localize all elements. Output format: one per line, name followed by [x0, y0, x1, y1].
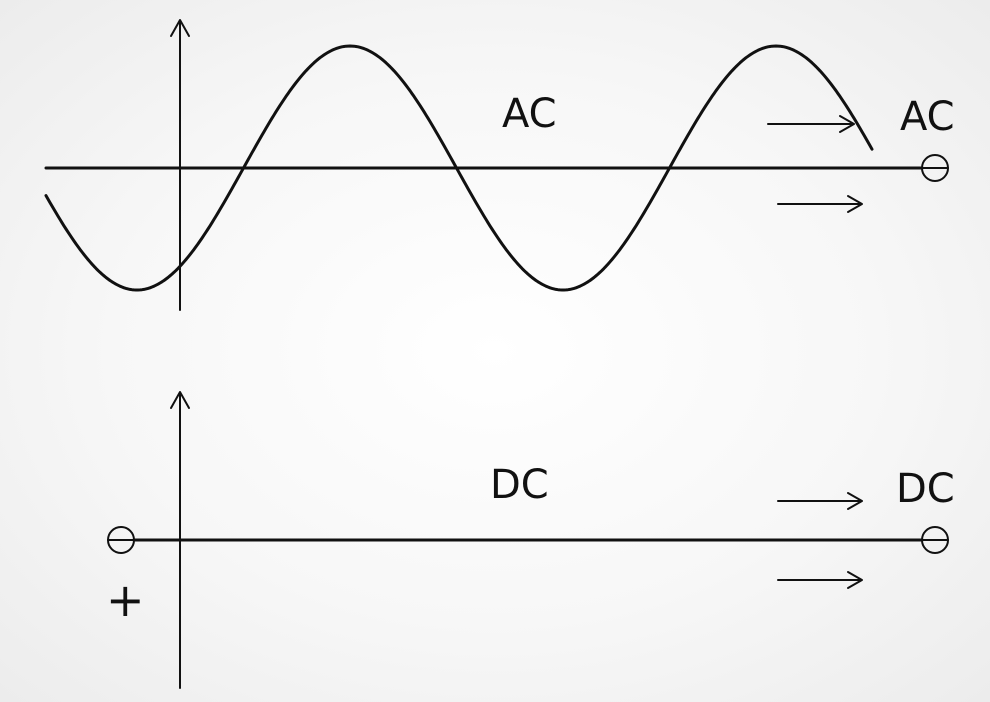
- dc-vertical-axis-arrowhead: [170, 391, 190, 409]
- ac-title-label: AC: [502, 91, 557, 137]
- dc-plus-sign: +: [106, 573, 145, 627]
- dc-arrow-forward-lower: [777, 571, 863, 589]
- dc-terminal-label: DC: [896, 466, 955, 512]
- dc-section: DC DC +: [106, 391, 955, 689]
- ac-arrow-forward-upper: [767, 115, 855, 133]
- ac-arrow-forward-lower: [777, 195, 863, 213]
- ac-sine-wave: [44, 44, 874, 292]
- dc-left-terminal: [107, 526, 135, 554]
- dc-title-label: DC: [490, 462, 549, 508]
- ac-vertical-axis-arrowhead: [170, 19, 190, 37]
- dc-arrow-forward-upper: [777, 492, 863, 510]
- ac-terminal-label: AC: [900, 94, 955, 140]
- dc-right-terminal: [921, 526, 949, 554]
- ac-section: AC AC: [44, 19, 955, 311]
- ac-right-terminal: [921, 154, 949, 182]
